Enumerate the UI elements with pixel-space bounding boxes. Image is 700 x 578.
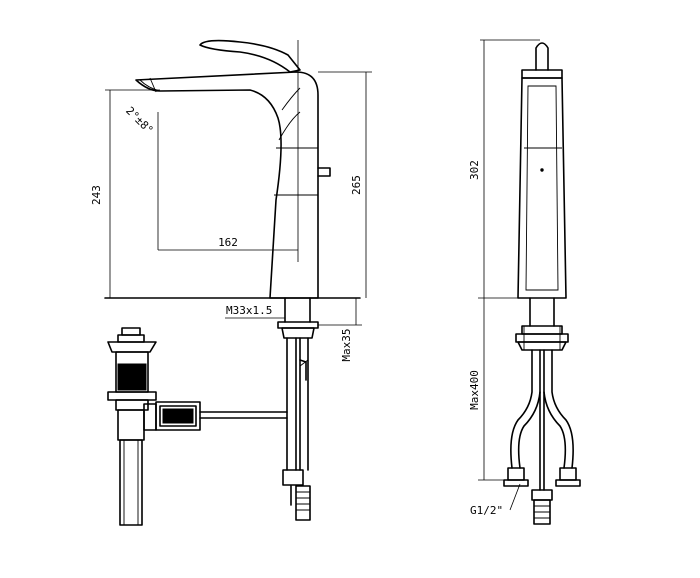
- supply-hoses-side: [286, 337, 309, 471]
- popup-drain: [107, 327, 288, 526]
- dim-max400: Max400: [468, 370, 481, 410]
- front-view: 302 Max400 G1/2": [468, 39, 581, 525]
- dim-max35: Max35: [340, 328, 353, 361]
- front-handle: [535, 42, 549, 71]
- lever-handle: [199, 39, 301, 73]
- threaded-shank: [284, 297, 311, 323]
- dim-243: 243: [90, 185, 103, 205]
- thread-label: M33x1.5: [226, 304, 272, 317]
- lift-rod: [199, 411, 288, 419]
- temp-annotation: 2°±8°: [123, 104, 156, 137]
- supply-hoses-front: [510, 349, 574, 469]
- faucet-body: [135, 71, 319, 299]
- inlet-label: G1/2": [470, 504, 503, 517]
- side-pin: [317, 167, 331, 177]
- side-view: 243 162 2°±8° 265 M33x1.5 Max35: [90, 39, 372, 526]
- dim-265: 265: [350, 175, 363, 195]
- front-body: [517, 77, 567, 299]
- dim-162: 162: [218, 236, 238, 249]
- dim-302: 302: [468, 160, 481, 180]
